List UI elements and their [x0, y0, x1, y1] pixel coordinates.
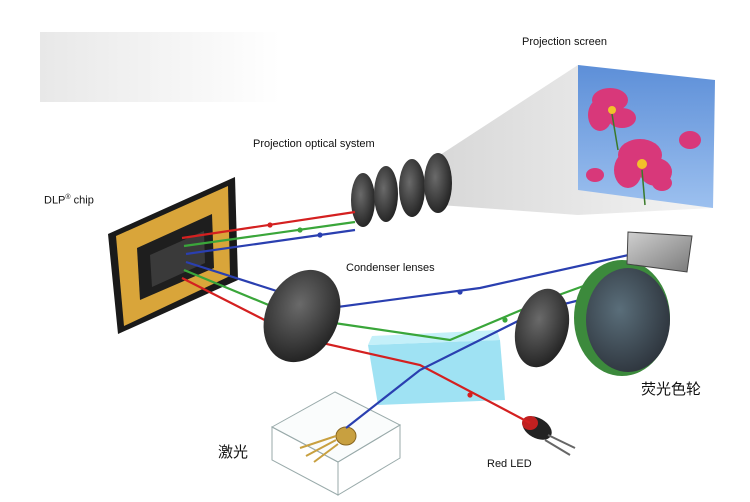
laser-module	[270, 391, 402, 496]
label-laser: 激光	[218, 443, 249, 461]
beam-blue-laser	[345, 293, 601, 429]
arrow-red-2	[467, 392, 473, 398]
projection-lenses	[351, 153, 452, 227]
phosphor-wheel	[574, 260, 670, 376]
projection-screen	[578, 65, 715, 208]
condenser-lens-right	[514, 288, 570, 368]
label-condenser-lenses: Condenser lenses	[346, 262, 435, 274]
beam-blue-return	[185, 246, 661, 310]
label-projection-screen: Projection screen	[522, 36, 607, 48]
label-phosphor-wheel: 荧光色轮	[641, 380, 702, 398]
beam-green-path	[183, 268, 601, 342]
label-dlp-chip: DLP® chip	[44, 194, 94, 207]
red-led	[522, 416, 576, 456]
arrow-green-1	[297, 227, 303, 233]
label-dlp-chip-name: DLP	[44, 194, 66, 207]
label-dlp-chip-suffix: chip	[70, 194, 94, 207]
beam-blue-to-projection	[185, 228, 356, 256]
arrow-blue-1	[317, 232, 323, 238]
label-red-led: Red LED	[487, 458, 532, 470]
beam-red-from-led	[181, 277, 531, 424]
dlp-chip	[108, 177, 238, 334]
fold-mirror	[626, 231, 693, 273]
background-panel	[40, 32, 280, 102]
arrow-blue-2	[457, 289, 463, 295]
light-beams	[181, 210, 661, 429]
label-projection-optical-system: Projection optical system	[253, 138, 375, 150]
arrow-red-1	[267, 222, 273, 228]
condenser-lens-left	[263, 269, 341, 363]
arrow-green-2	[502, 317, 508, 323]
label-dlp-chip-registered: ®	[65, 194, 71, 201]
beam-green-to-projection	[183, 220, 356, 248]
